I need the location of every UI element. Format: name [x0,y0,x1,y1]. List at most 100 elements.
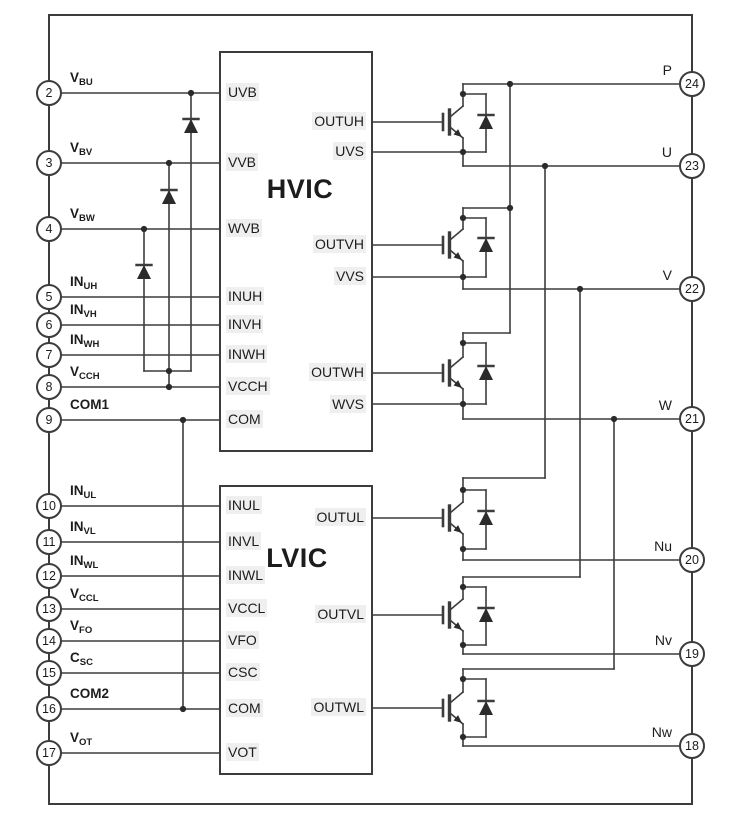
pin-6-number: 6 [45,318,53,332]
pin-3-number: 3 [45,156,53,170]
lvic-pin-outul: OUTUL [314,508,366,526]
pin-10-label: INUL [70,483,97,501]
pin-12: 12 [36,563,62,589]
pin-5: 5 [36,284,62,310]
pin-21-label: W [658,397,672,413]
pin-18-number: 18 [685,739,699,753]
bootstrap-diode-v [160,188,178,206]
lvic-pin-outvl: OUTVL [315,605,366,623]
igbt-low-u [441,477,496,561]
pin-23-number: 23 [685,159,699,173]
pin-8: 8 [36,374,62,400]
pin-13-number: 13 [42,602,56,616]
bootstrap-diode-network [135,92,200,388]
pin-22-label: V [662,267,672,283]
lvic-pin-csc: CSC [226,663,260,681]
hvic-pin-inwh: INWH [226,345,268,363]
pin-6: 6 [36,312,62,338]
pin-9: 9 [36,407,62,433]
pin-9-label: COM1 [70,397,110,412]
pin-4: 4 [36,216,62,242]
pin-15-label: CSC [70,650,93,668]
hvic-pin-uvb: UVB [226,83,259,101]
pin-7-label: INWH [70,332,100,350]
pin-20: 20 [679,547,705,573]
pin-2: 2 [36,80,62,106]
bootstrap-diode-u [182,117,200,135]
lvic-output-wires [371,517,444,709]
pin-3-label: VBV [70,140,93,158]
pin-12-label: INWL [70,553,99,571]
hvic-pin-outwh: OUTWH [309,363,366,381]
pin-15: 15 [36,660,62,686]
lvic-pin-vot: VOT [226,743,259,761]
pin-14-label: VFO [70,618,93,636]
lvic-pin-vccl: VCCL [226,599,268,617]
hvic-pin-vvb: VVB [226,153,259,171]
igbt-low-v [441,576,496,655]
pin-24: 24 [679,71,705,97]
pin-17-label: VOT [70,730,93,748]
pin-8-label: VCCH [70,364,100,382]
pin-10-number: 10 [42,499,56,513]
pin-23-label: U [661,144,672,160]
bootstrap-diode-w [135,263,153,281]
lvic-pin-vfo: VFO [226,631,259,649]
pin-3: 3 [36,150,62,176]
hvic-pin-outuh: OUTUH [312,112,366,130]
pin-11-label: INVL [70,519,96,537]
igbt-high-u [441,83,496,167]
pin-2-label: VBU [70,70,93,88]
pin-21: 21 [679,406,705,432]
pin-11: 11 [36,529,62,555]
pin-12-number: 12 [42,569,56,583]
pin-21-number: 21 [685,412,699,426]
pin-9-number: 9 [45,413,53,427]
pin-20-label: Nu [654,538,672,554]
pin-5-number: 5 [45,290,53,304]
left-pin-wires [61,92,221,754]
lvic-pin-outwl: OUTWL [311,698,366,716]
hvic-pin-wvs: WVS [330,395,366,413]
lvic-block-outline [219,485,373,775]
junction-dots [140,80,618,741]
pin-6-label: INVH [70,302,97,320]
pin-23: 23 [679,153,705,179]
pin-2-number: 2 [45,86,53,100]
pin-16-label: COM2 [70,686,110,701]
pin-22-number: 22 [685,282,699,296]
hvic-pin-outvh: OUTVH [313,235,366,253]
pin-17: 17 [36,740,62,766]
pin-7-number: 7 [45,348,53,362]
pin-15-number: 15 [42,666,56,680]
pin-18: 18 [679,733,705,759]
igbt-low-w [441,668,496,747]
pin-4-number: 4 [45,222,53,236]
igbt-high-w [441,332,496,420]
hvic-block-outline [219,51,373,452]
hvic-pin-wvb: WVB [226,219,262,237]
pin-5-label: INUH [70,274,98,292]
hvic-pin-inuh: INUH [226,287,265,305]
hvic-pin-uvs: UVS [333,142,366,160]
lvic-title: LVIC [266,543,328,573]
hvic-title: HVIC [266,174,334,204]
hvic-pin-vvs: VVS [333,267,366,285]
hvic-pin-invh: INVH [226,315,264,333]
pin-13: 13 [36,596,62,622]
pin-24-number: 24 [685,77,699,91]
lvic-pin-inul: INUL [226,496,262,514]
hvic-output-wires [371,121,464,405]
lvic-pin-inwl: INWL [226,566,265,584]
pin-13-label: VCCL [70,586,99,604]
pin-19: 19 [679,641,705,667]
pin-14-number: 14 [42,634,56,648]
pin-16-number: 16 [42,702,56,716]
pin-18-label: Nw [651,724,672,740]
pin-10: 10 [36,493,62,519]
pin-19-label: Nv [654,632,672,648]
pin-7: 7 [36,342,62,368]
pin-17-number: 17 [42,746,56,760]
